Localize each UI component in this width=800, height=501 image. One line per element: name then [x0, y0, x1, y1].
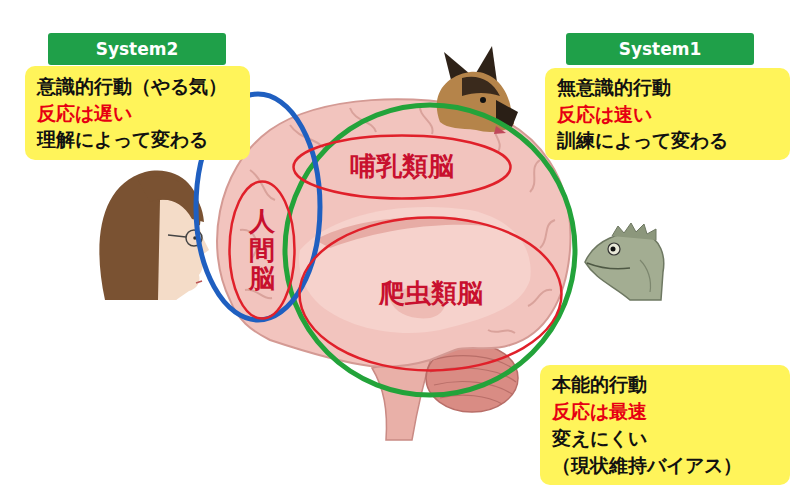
note-text: 本能的行動 — [552, 371, 647, 398]
mouth — [196, 281, 202, 283]
region-ellipse — [300, 218, 562, 371]
system-label: System1 — [619, 38, 702, 60]
note-text: （現状維持バイアス） — [552, 452, 742, 479]
human-head — [99, 171, 209, 300]
brain-region: 爬虫類脳 — [298, 216, 563, 372]
cerebrum — [217, 99, 570, 367]
region-ellipse — [294, 136, 511, 199]
region-label: 哺乳類脳 — [350, 151, 454, 182]
system-label: System2 — [96, 38, 179, 60]
lizard-mouth — [587, 263, 630, 269]
glasses-arm — [168, 235, 186, 237]
lizard-crest — [612, 223, 656, 240]
note-text: 訓練によって変わる — [557, 127, 728, 154]
emphasis-text: 反応は速い — [557, 101, 652, 128]
note-box: 無意識的行動反応は速い訓練によって変わる — [545, 68, 790, 160]
lizard-pupil — [611, 247, 616, 252]
region-label: 爬虫類脳 — [379, 278, 483, 309]
emphasis-text: 反応は最速 — [552, 398, 647, 425]
system-tag: System1 — [566, 33, 754, 65]
brain-region: 哺乳類脳 — [292, 134, 512, 200]
lizard-neck — [640, 260, 651, 292]
dog-saddle — [462, 77, 500, 96]
note-box: 意識的行動（やる気）反応は遅い理解によって変わる — [25, 66, 250, 160]
inner-brain — [299, 207, 531, 333]
lizard-eye — [608, 243, 620, 255]
note-text: 意識的行動（やる気） — [37, 73, 227, 100]
dog-eye — [480, 97, 486, 103]
note-text: 無意識的行動 — [557, 74, 671, 101]
lizard-head — [585, 223, 664, 300]
system1-outline — [285, 105, 575, 395]
region-ellipse — [230, 182, 295, 319]
system-tag: System2 — [48, 33, 226, 65]
note-text: 変えにくい — [552, 425, 647, 452]
brain-region: 人間脳 — [228, 180, 296, 320]
note-box: 本能的行動反応は最速変えにくい（現状維持バイアス） — [540, 365, 790, 485]
emphasis-text: 反応は遅い — [37, 100, 132, 127]
region-label: 人間脳 — [249, 207, 275, 293]
dog-head — [437, 46, 518, 134]
note-text: 理解によって変わる — [37, 126, 208, 153]
lizard-face — [585, 233, 664, 300]
